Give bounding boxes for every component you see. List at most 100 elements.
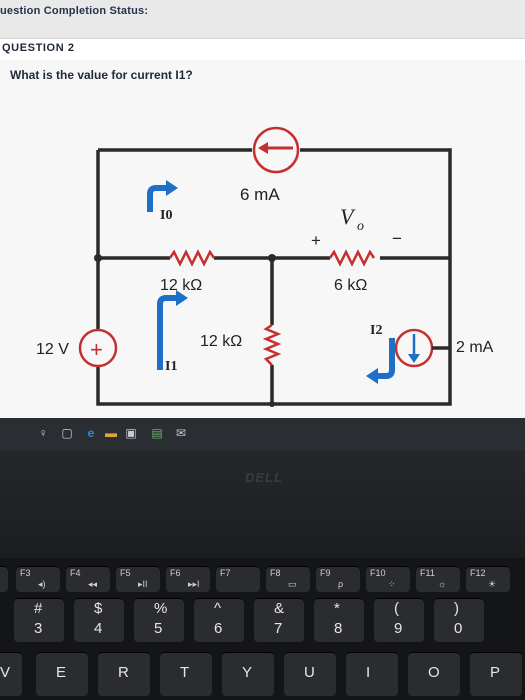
question-body: What is the value for current I1? — [0, 60, 525, 428]
key-digit-label-3: 3 — [34, 620, 43, 637]
completion-status-label: uestion Completion Status: — [0, 5, 149, 17]
key-label-f6: F6 — [170, 568, 181, 578]
key-f12[interactable]: F12☀ — [466, 566, 510, 592]
current-source-6ma — [252, 126, 300, 174]
arrow-down-head-icon — [408, 354, 420, 363]
key-letter-t[interactable]: T — [160, 652, 212, 696]
label-6ma: 6 mA — [240, 185, 280, 204]
resistor-6k — [328, 249, 376, 267]
top-wire-right — [300, 148, 452, 258]
key-symbol-3: # — [34, 600, 43, 617]
key-f5[interactable]: F5▸II — [116, 566, 160, 592]
key-letter-label-r: R — [118, 664, 129, 681]
mic-icon[interactable]: ♀ — [38, 426, 48, 440]
key-letter-o[interactable]: O — [408, 652, 460, 696]
key-digit-label-8: 8 — [334, 620, 343, 637]
store-icon[interactable]: ▣ — [125, 426, 137, 440]
key-letter-i[interactable]: I — [346, 652, 398, 696]
voltage-source-12v — [78, 328, 118, 368]
question-number: QUESTION 2 — [2, 42, 75, 54]
key-label-f9: F9 — [320, 568, 331, 578]
current-arrow-i2-head — [366, 368, 378, 384]
key-icon-f11: ☼ — [438, 579, 447, 589]
key-letter-e[interactable]: E — [36, 652, 88, 696]
key-f6[interactable]: F6 ▸▸I — [166, 566, 210, 592]
node-left — [94, 254, 102, 262]
laptop-bezel: DELL — [0, 450, 525, 560]
key-label-f4: F4 — [70, 568, 81, 578]
key-label-f7: F7 — [220, 568, 231, 578]
label-2ma: 2 mA — [456, 339, 494, 356]
label-6k: 6 kΩ — [334, 277, 367, 294]
key-symbol-5: % — [154, 600, 168, 617]
key-letter-u[interactable]: U — [284, 652, 336, 696]
key-letter-r[interactable]: R — [98, 652, 150, 696]
taskbar: ♀ ▢ e ▬ ▣ ▤ ✉ — [0, 418, 525, 450]
key-icon-f6: ▸▸I — [188, 579, 200, 589]
key-label-f3: F3 — [20, 568, 31, 578]
label-i1: I1 — [165, 359, 177, 374]
arrow-left-head-icon — [258, 142, 268, 154]
key-label-f8: F8 — [270, 568, 281, 578]
key-letter-label-p: P — [490, 664, 501, 681]
key-f11[interactable]: F11☼ — [416, 566, 460, 592]
key-symbol-0: ) — [454, 600, 459, 617]
key-f10[interactable]: F10⁘ — [366, 566, 410, 592]
key-partial-left[interactable] — [0, 566, 8, 592]
key-digit-6[interactable]: ^6 — [194, 598, 244, 642]
key-letter-label-y: Y — [242, 664, 253, 681]
key-digit-0[interactable]: )0 — [434, 598, 484, 642]
key-symbol-8: * — [334, 600, 340, 617]
key-icon-f9: ρ — [338, 579, 344, 589]
label-plus: + — [311, 231, 321, 250]
key-icon-f10: ⁘ — [388, 579, 396, 589]
edge-browser-icon[interactable]: e — [87, 426, 95, 440]
key-letter-label-i: I — [366, 664, 371, 681]
key-digit-7[interactable]: &7 — [254, 598, 304, 642]
key-icon-f8: ▭ — [288, 579, 297, 589]
current-arrow-i0 — [147, 185, 168, 212]
key-label-f10: F10 — [370, 568, 386, 578]
file-explorer-icon[interactable]: ▬ — [105, 426, 117, 440]
mail-icon[interactable]: ✉ — [175, 426, 187, 440]
key-symbol-7: & — [274, 600, 285, 617]
label-i0: I0 — [160, 208, 172, 223]
key-f3[interactable]: F3 ◂) — [16, 566, 60, 592]
key-digit-4[interactable]: $4 — [74, 598, 124, 642]
question-prompt: What is the value for current I1? — [10, 68, 193, 82]
key-symbol-9: ( — [394, 600, 399, 617]
key-digit-8[interactable]: *8 — [314, 598, 364, 642]
voltage-source-plus: + — [90, 337, 103, 362]
current-arrow-i1-head — [176, 290, 188, 306]
key-symbol-4: $ — [94, 600, 103, 617]
key-icon-f5: ▸II — [138, 579, 148, 589]
task-view-icon[interactable]: ▢ — [61, 426, 73, 440]
circuit-diagram: 6 mA I0 V o + − 12 kΩ 6 kΩ 12 kΩ I2 I1 1… — [36, 126, 494, 407]
node-center — [268, 254, 276, 262]
key-letter-p[interactable]: P — [470, 652, 522, 696]
key-icon-f4: ◂◂ — [88, 579, 98, 589]
key-digit-label-0: 0 — [454, 620, 463, 637]
key-icon-f3: ◂) — [38, 579, 46, 589]
key-digit-3[interactable]: #3 — [14, 598, 64, 642]
label-12k-middle: 12 kΩ — [200, 333, 242, 350]
app-icon[interactable]: ▤ — [151, 426, 163, 440]
key-icon-f12: ☀ — [488, 579, 497, 589]
key-f9[interactable]: F9 ρ — [316, 566, 360, 592]
label-12v: 12 V — [36, 341, 69, 358]
key-digit-label-5: 5 — [154, 620, 163, 637]
key-letter-y[interactable]: Y — [222, 652, 274, 696]
key-f8[interactable]: F8 ▭ — [266, 566, 310, 592]
resistor-12k-left — [168, 249, 216, 267]
key-letter-label-v: V — [0, 664, 11, 681]
key-digit-label-6: 6 — [214, 620, 223, 637]
screen: uestion Completion Status: QUESTION 2 Wh… — [0, 0, 525, 428]
key-digit-label-7: 7 — [274, 620, 283, 637]
key-digit-9[interactable]: (9 — [374, 598, 424, 642]
key-f7[interactable]: F7 — [216, 566, 260, 592]
label-i2: I2 — [370, 323, 382, 338]
key-letter-v[interactable]: V — [0, 652, 22, 696]
node-bottom — [269, 401, 275, 407]
key-f4[interactable]: F4 ◂◂ — [66, 566, 110, 592]
key-digit-5[interactable]: %5 — [134, 598, 184, 642]
